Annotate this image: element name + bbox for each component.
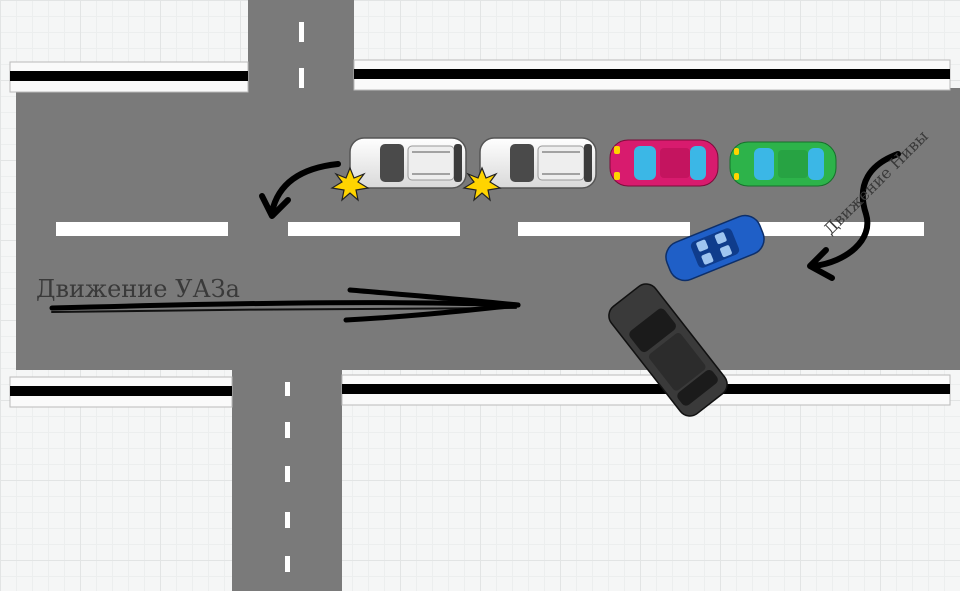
bottom-side-road (232, 370, 342, 591)
top-side-road (248, 0, 354, 100)
lane-markings (56, 222, 924, 236)
curved-arrow-icon (259, 161, 341, 219)
collision-star-icon (330, 166, 370, 202)
green-car (729, 141, 837, 187)
bottom-curb-right (341, 374, 951, 406)
uaz-movement-label: Движение УАЗа (36, 275, 240, 303)
dark-suv (608, 283, 728, 417)
top-curb-left (9, 61, 249, 93)
magenta-car (609, 139, 719, 187)
white-suv-2 (479, 137, 597, 189)
top-curb-right (353, 59, 951, 91)
collision-star-icon (462, 166, 502, 202)
blue-convertible (665, 214, 765, 282)
white-suv-1 (349, 137, 467, 189)
straight-arrow-icon (49, 287, 521, 323)
curved-arrow-icon (807, 151, 901, 281)
bottom-curb-left (9, 376, 233, 408)
